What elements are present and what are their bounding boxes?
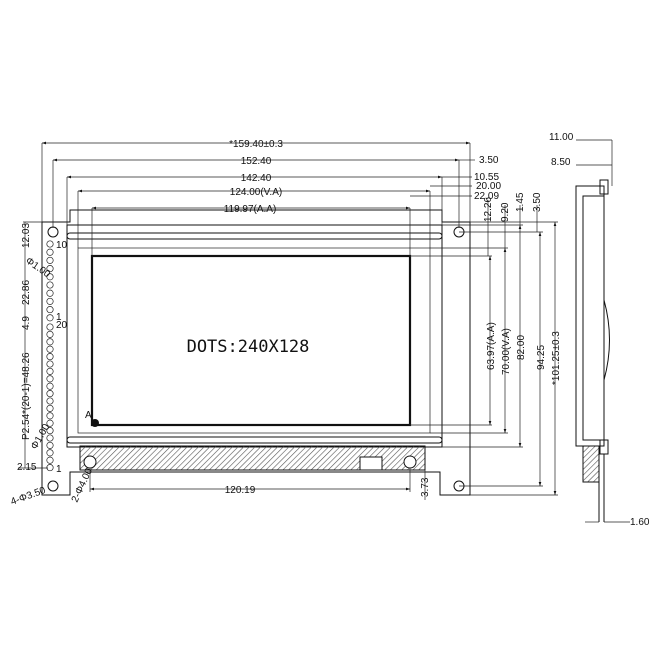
mount-hole <box>47 226 59 238</box>
dim-fpc-offset: 3.73 <box>420 477 431 497</box>
pin <box>46 345 54 353</box>
dim-pin-gap: 4.9 <box>21 316 32 330</box>
dim-overall-height: *101.25±0.3 <box>551 331 562 385</box>
fpc-connector <box>359 456 383 471</box>
pin <box>46 323 54 331</box>
dim-bezel-height: 82.00 <box>516 335 527 360</box>
pin <box>46 404 54 412</box>
pin <box>46 449 54 457</box>
pin <box>46 456 54 464</box>
pin <box>46 434 54 442</box>
pin-label: 1 <box>56 312 62 323</box>
dim-hole-pitch-x: 152.40 <box>241 156 272 167</box>
display-resolution-label: DOTS:240X128 <box>187 337 310 357</box>
dim-mount-holes: 4-Φ3.50 <box>9 485 47 508</box>
pin <box>46 338 54 346</box>
fpc-hole-right <box>403 455 417 469</box>
pin <box>46 419 54 427</box>
dim-bezel-width: 142.40 <box>241 173 272 184</box>
fpc-hole-left <box>83 455 97 469</box>
dim-aa-offset: 22.09 <box>474 191 499 202</box>
dim-fpc-hole-pitch: 120.19 <box>225 485 256 496</box>
dim-va-top: 9.20 <box>500 202 511 222</box>
dim-pin-group-1: 22.86 <box>21 280 32 305</box>
pin <box>46 375 54 383</box>
pin <box>46 306 54 314</box>
pin <box>46 412 54 420</box>
dim-hole-offset: 3.50 <box>479 155 499 166</box>
dim-view-area-height: 70.00(V.A) <box>501 328 512 375</box>
dim-active-area-height: 63.97(A.A) <box>486 322 497 370</box>
pin <box>46 248 54 256</box>
pin <box>46 390 54 398</box>
dim-top-pin-offset: 12.03 <box>21 223 32 248</box>
dim-pcb-thickness: 1.60 <box>630 517 650 528</box>
pin <box>46 382 54 390</box>
corner-marker-label: A <box>85 410 92 421</box>
view-area <box>77 247 431 434</box>
dim-pin-group-2: P2.54*(20-1)=48.26 <box>21 352 32 440</box>
pin <box>46 353 54 361</box>
pin-label: 1 <box>56 464 62 475</box>
dim-hole-pitch-y: 94.25 <box>536 345 547 370</box>
pin <box>46 314 54 322</box>
pin <box>46 397 54 405</box>
bezel-rail-top <box>66 232 443 240</box>
mount-hole <box>47 480 59 492</box>
pin <box>46 281 54 289</box>
pin <box>46 273 54 281</box>
pin <box>46 240 54 248</box>
dim-bezel-top: 1.45 <box>515 192 526 212</box>
dim-hole-top: 3.50 <box>532 192 543 212</box>
pin-header <box>46 240 54 472</box>
dim-total-thickness: 11.00 <box>549 132 574 143</box>
dim-va-offset: 20.00 <box>476 181 501 192</box>
pin <box>46 297 54 305</box>
pin <box>46 289 54 297</box>
pin <box>46 427 54 435</box>
dim-aa-top: 12.26 <box>483 197 494 222</box>
pin <box>46 441 54 449</box>
pin <box>46 330 54 338</box>
pin-label: 20 <box>56 320 68 331</box>
pin <box>46 265 54 273</box>
pin <box>46 464 54 472</box>
bezel <box>66 224 443 448</box>
pin-label: 10 <box>56 240 68 251</box>
dim-bezel-offset: 10.55 <box>474 172 499 183</box>
dim-module-thickness: 8.50 <box>551 157 571 168</box>
side-view <box>575 139 630 523</box>
pin <box>46 360 54 368</box>
pin <box>46 367 54 375</box>
active-area <box>90 254 412 427</box>
dim-overall-width: *159.40±0.3 <box>229 139 283 150</box>
dim-pin-diameter: Φ1.00 <box>29 422 52 452</box>
bezel-rail-bottom <box>66 436 443 444</box>
pixel-origin-marker <box>91 419 99 427</box>
pin <box>46 256 54 264</box>
dim-pin-edge: 2.15 <box>17 462 37 473</box>
dim-pin-diameter: Φ1.00 <box>23 255 52 280</box>
dim-active-area-width: 119.97(A.A) <box>224 204 277 215</box>
dim-view-area-width: 124.00(V.A) <box>230 187 282 198</box>
